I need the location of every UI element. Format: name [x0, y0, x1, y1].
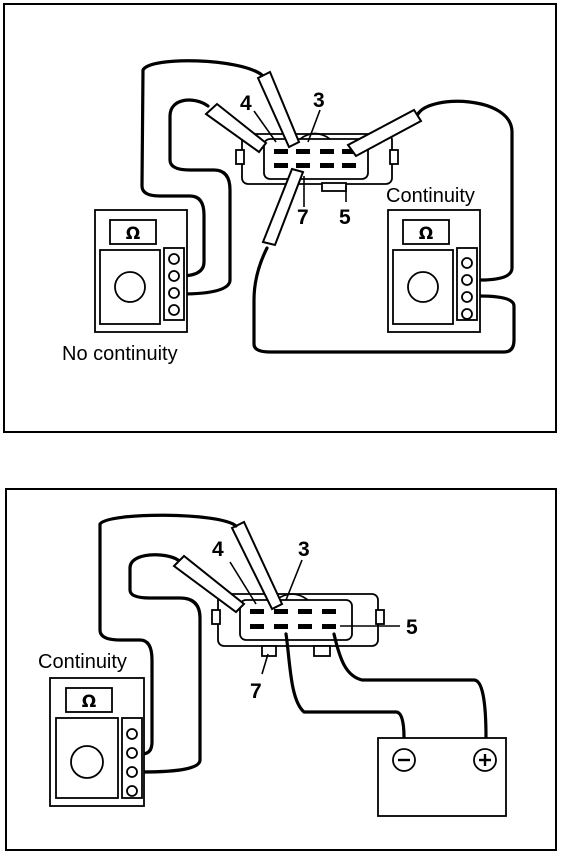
pin-label-7: 7 — [297, 206, 309, 229]
probes-bottom — [172, 520, 284, 614]
pin-label-4: 4 — [240, 92, 252, 115]
wires-top — [140, 59, 516, 354]
probes-top — [204, 70, 423, 247]
multimeter-right: Ω — [387, 209, 481, 333]
panel-top-frame — [3, 3, 557, 433]
meter-ohm-symbol: Ω — [419, 224, 433, 244]
continuity-label: Continuity — [386, 185, 475, 207]
battery — [377, 737, 507, 817]
continuity-label: Continuity — [38, 651, 127, 673]
panel-bottom-frame — [5, 488, 557, 851]
leader-lines-bottom — [229, 559, 400, 675]
pin-label-3: 3 — [298, 538, 310, 561]
pin-label-5: 5 — [406, 616, 418, 639]
connector-bottom — [211, 593, 385, 657]
multimeter-bottom: Ω — [49, 677, 145, 807]
meter-ohm-symbol: Ω — [126, 224, 140, 244]
pin-label-3: 3 — [313, 89, 325, 112]
leader-lines-top — [253, 109, 347, 207]
pin-label-5: 5 — [339, 206, 351, 229]
no-continuity-label: No continuity — [62, 343, 178, 365]
panel-bottom: Ω 4 3 5 7 Continuity — [5, 488, 557, 851]
pin-label-4: 4 — [212, 538, 224, 561]
pin-label-7: 7 — [250, 680, 262, 703]
panel-top: Ω Ω 4 3 7 5 No continuity Conti — [3, 3, 557, 433]
multimeter-left: Ω — [94, 209, 188, 333]
meter-ohm-symbol: Ω — [82, 692, 96, 712]
wires-bottom — [98, 513, 488, 774]
